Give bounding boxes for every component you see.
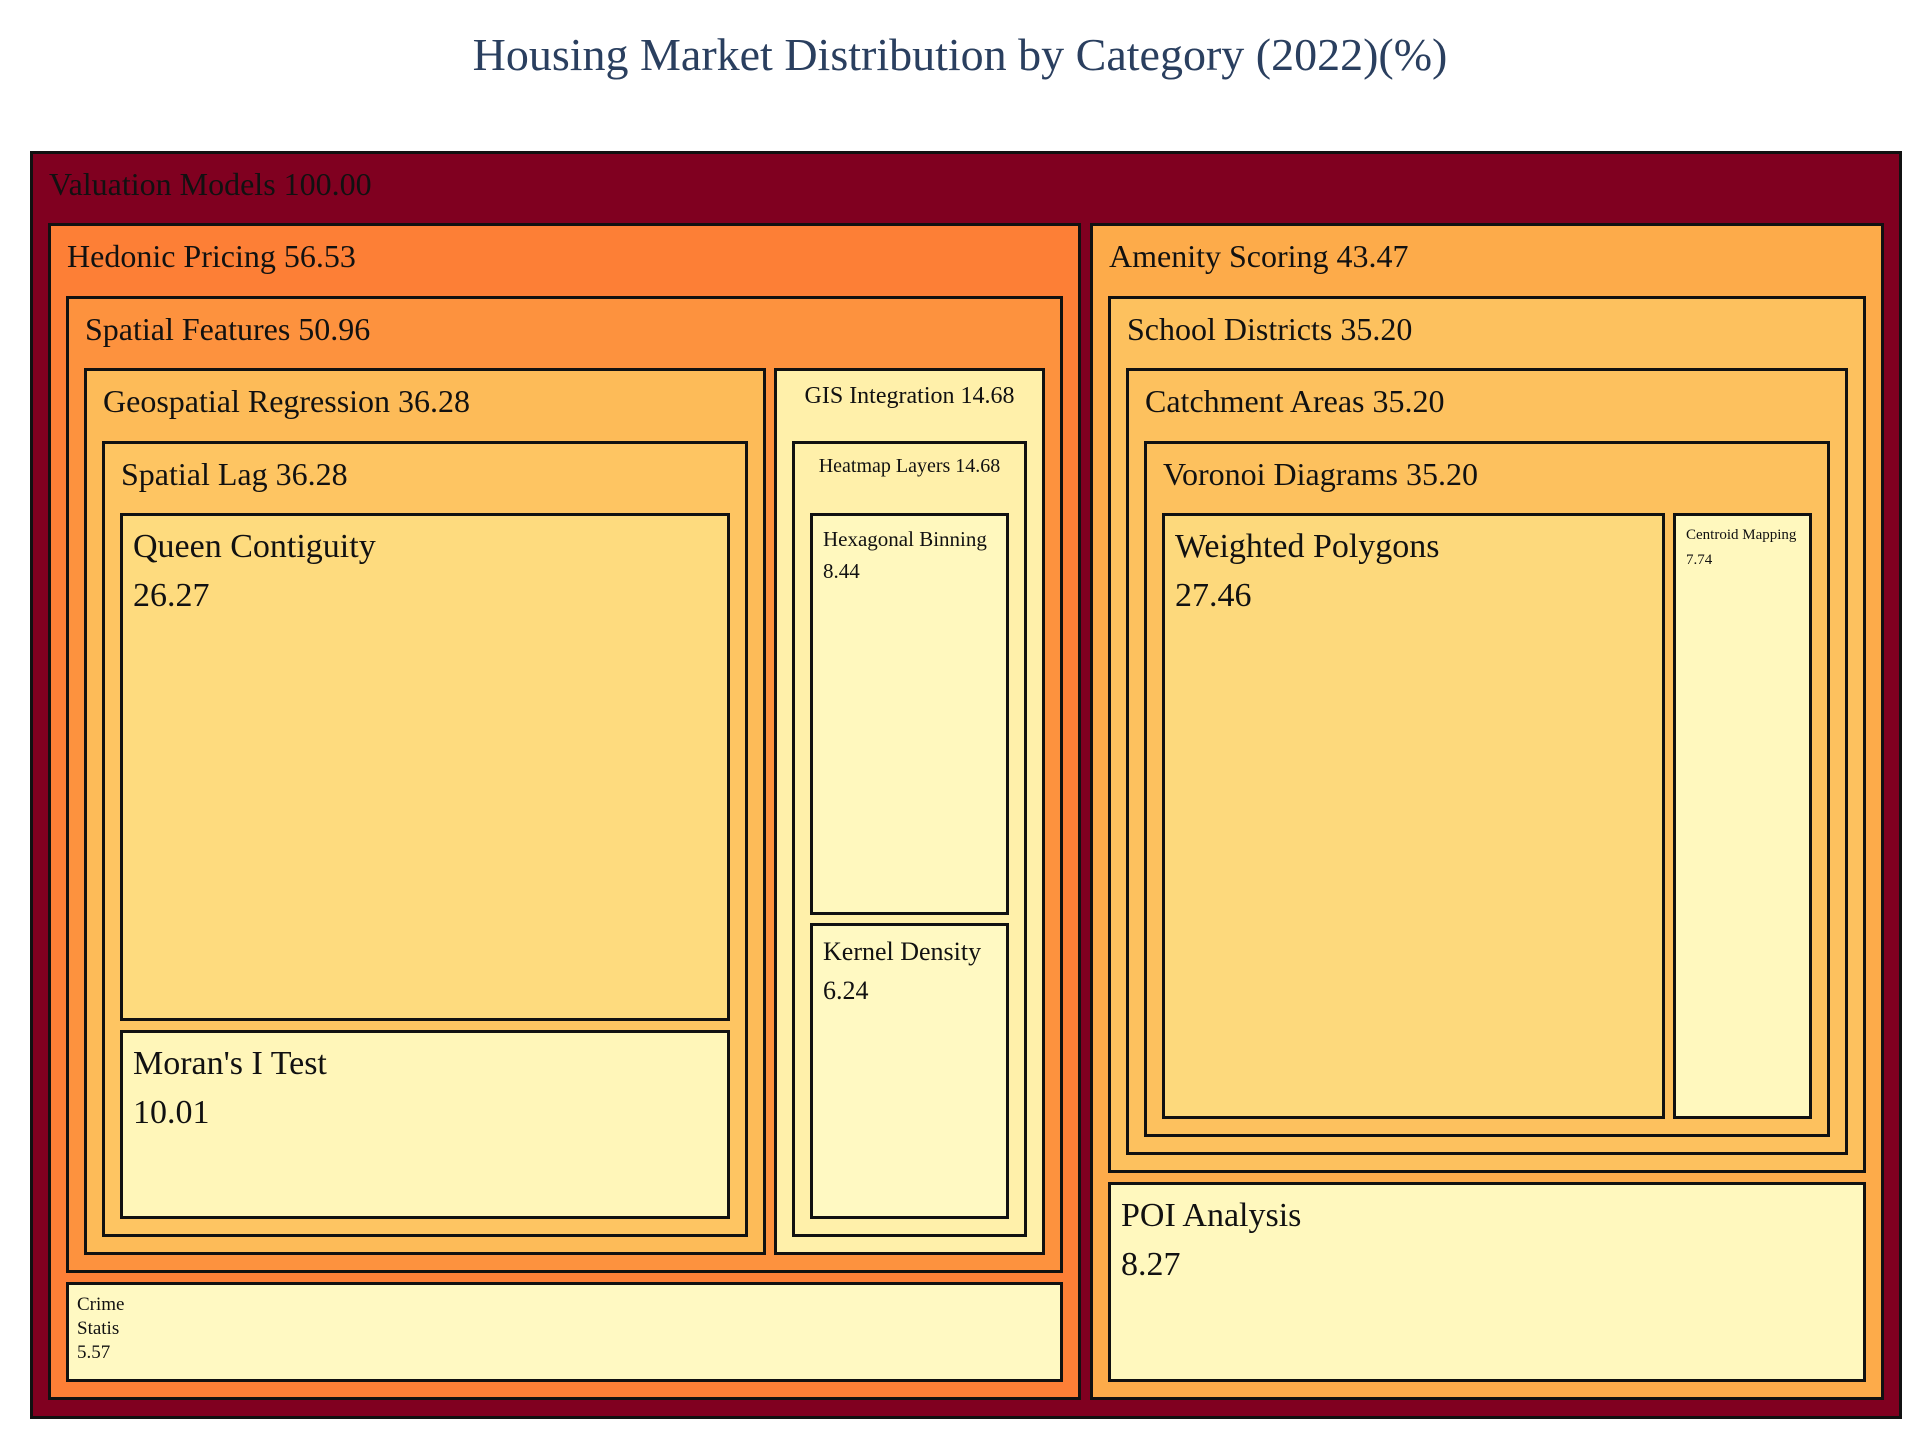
treemap-label-gis-integration: GIS Integration 14.68 [804,383,1015,409]
treemap-label-valuation-models: Valuation Models 100.00 [49,166,372,202]
treemap-label-voronoi-diagrams: Voronoi Diagrams 35.20 [1163,456,1478,492]
treemap-label-amenity-scoring: Amenity Scoring 43.47 [1109,238,1409,274]
treemap-label-heatmap-layers: Heatmap Layers 14.68 [818,455,1001,477]
treemap-label-geospatial-regression: Geospatial Regression 36.28 [103,383,471,419]
treemap-label-school-districts: School Districts 35.20 [1127,311,1413,347]
treemap-label-catchment-areas: Catchment Areas 35.20 [1145,383,1445,419]
treemap-label-hedonic-pricing: Hedonic Pricing 56.53 [67,238,356,274]
chart-title: Housing Market Distribution by Category … [472,29,1448,80]
treemap-label-spatial-lag: Spatial Lag 36.28 [121,456,348,492]
treemap-label-spatial-features: Spatial Features 50.96 [85,311,371,347]
